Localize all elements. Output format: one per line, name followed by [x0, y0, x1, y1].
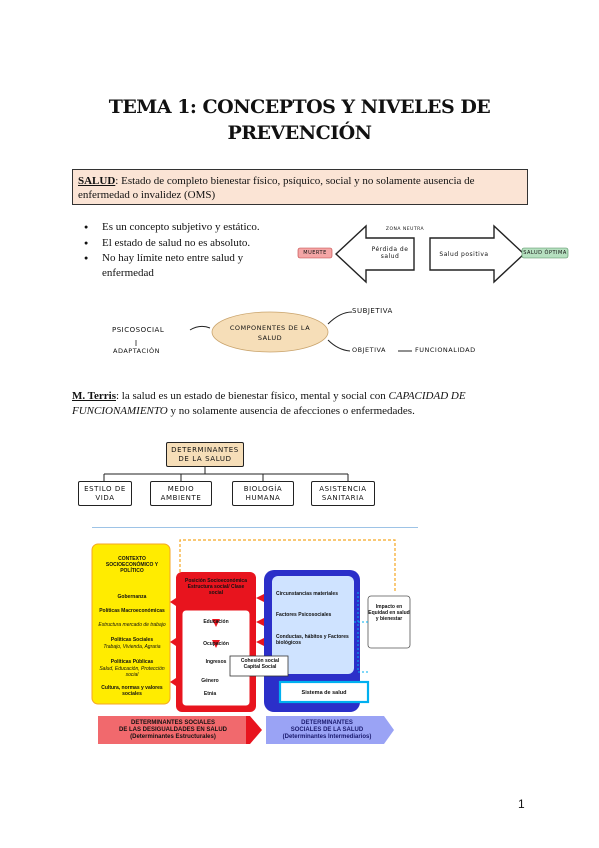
determinantes-root: DETERMINANTES DE LA SALUD	[166, 442, 244, 467]
contexto-cultura: Cultura, normas y valores sociales	[101, 685, 163, 697]
det-estructurales-banner: DETERMINANTES SOCIALES DE LAS DESIGUALDA…	[98, 720, 248, 741]
banner-left-line3: (Determinantes Estructurales)	[130, 734, 216, 740]
sistema-salud-label: Sistema de salud	[301, 690, 347, 696]
objetiva-label: OBJETIVA	[352, 346, 386, 354]
contexto-sociales-sub: Trabajo, Vivienda, Agraria	[103, 644, 161, 650]
banner-right-line2: SOCIALES DE LA SALUD	[290, 727, 364, 733]
funcionalidad-label: FUNCIONALIDAD	[415, 346, 476, 354]
banner-right-line1: DETERMINANTES	[301, 720, 353, 726]
bullet-item: No hay límite neto entre salud y enferme…	[84, 251, 284, 280]
components-diagram	[135, 311, 412, 353]
arrow-to-psicosocial	[189, 325, 211, 331]
page-number: 1	[518, 797, 525, 811]
determinante-medio-ambiente: MEDIO AMBIENTE	[150, 481, 212, 506]
educacion-label: Educación	[203, 619, 229, 625]
terris-italic: CAPACIDAD DE FUNCIONAMIENTO	[72, 390, 466, 417]
terris-text-2: y no solamente ausencia de afecciones o …	[167, 405, 415, 417]
banner-left-line1: DETERMINANTES SOCIALES	[130, 720, 215, 726]
circunstancias-materiales: Circunstancias materiales	[276, 591, 338, 597]
etnia-label: Etnia	[203, 691, 217, 697]
contexto-sociales: Políticas Sociales	[110, 637, 154, 643]
genero-label: Género	[201, 678, 219, 684]
terris-text-1: : la salud es un estado de bienestar fís…	[116, 390, 389, 402]
contexto-publicas-sub: Salud, Educación, Protección social	[99, 666, 165, 678]
arrow-to-subjetiva	[327, 311, 353, 325]
zona-neutra-label: ZONA NEUTRA	[385, 227, 425, 232]
posicion-socioeconomica: Posición Socioeconómica Estructura socia…	[185, 578, 247, 596]
impacto-equidad-label: Impacto en Equidad en salud y bienestar	[368, 604, 410, 622]
perdida-salud-label: Pérdida de salud	[371, 246, 409, 260]
page-title-line2: PREVENCIÓN	[227, 122, 372, 144]
salud-definition-text: : Estado de completo bienestar físico, p…	[78, 175, 475, 201]
salud-optima-label: SALUD ÓPTIMA	[523, 250, 567, 256]
ingresos-label: Ingresos	[205, 659, 227, 665]
muerte-label: MUERTE	[303, 250, 327, 256]
contexto-macro-sub: Estructura mercado de trabajo	[98, 622, 166, 628]
adaptacion-label: ADAPTACIÓN	[113, 347, 160, 355]
bullet-item: El estado de salud no es absoluto.	[84, 236, 284, 251]
determinante-biologia-humana: BIOLOGÍA HUMANA	[232, 481, 294, 506]
salud-term: SALUD	[78, 175, 116, 187]
ocupacion-label: Ocupación	[203, 641, 229, 647]
components-center-label: COMPONENTES DE LA SALUD	[229, 324, 311, 342]
contexto-publicas: Políticas Públicas	[110, 659, 154, 665]
determinantes-tree-lines	[103, 467, 349, 482]
terris-name: M. Terris	[72, 390, 116, 402]
arrow-to-objetiva	[327, 339, 351, 352]
determinante-estilo-vida: ESTILO DE VIDA	[78, 481, 132, 506]
left-arrow-shape	[334, 224, 415, 284]
sdh-diagram	[91, 539, 411, 744]
contexto-macro: Políticas Macroeconómicas	[99, 608, 165, 614]
banner-left-line2: DE LAS DESIGUALDADES EN SALUD	[118, 727, 227, 733]
bullet-item: Es un concepto subjetivo y estático.	[84, 220, 284, 235]
page-title-line1: TEMA 1: CONCEPTOS Y NIVELES DE	[108, 96, 491, 118]
salud-definition-box: SALUD: Estado de completo bienestar físi…	[72, 169, 528, 205]
psicosocial-label: PSICOSOCIAL	[112, 326, 165, 334]
banner-right-line3: (Determinantes Intermediarios)	[282, 734, 372, 740]
cohesion-social-label: Cohesión social Capital Social	[240, 658, 280, 670]
salud-positiva-label: Salud positiva	[439, 251, 489, 258]
salud-bullets: Es un concepto subjetivo y estático. El …	[84, 220, 284, 281]
right-arrow-shape	[429, 224, 526, 284]
det-intermediarios-banner: DETERMINANTES SOCIALES DE LA SALUD (Dete…	[268, 720, 386, 741]
components-ellipse	[211, 311, 329, 353]
factores-psicosociales: Factores Psicosociales	[276, 612, 332, 618]
subjetiva-label: SUBJETIVA	[352, 307, 393, 315]
separator-line	[92, 527, 418, 528]
contexto-gobernanza: Gobernanza	[117, 594, 147, 600]
health-continuum-diagram	[297, 224, 569, 284]
determinante-asistencia-sanitaria: ASISTENCIA SANITARIA	[311, 481, 375, 506]
muerte-tag	[297, 247, 333, 259]
terris-definition: M. Terris: la salud es un estado de bien…	[72, 389, 532, 419]
salud-optima-tag	[521, 247, 569, 259]
contexto-title: CONTEXTO SOCIOECONÓMICO Y POLÍTICO	[105, 556, 159, 574]
conductas-habitos: Conductas, hábitos y Factores biológicos	[276, 634, 349, 646]
